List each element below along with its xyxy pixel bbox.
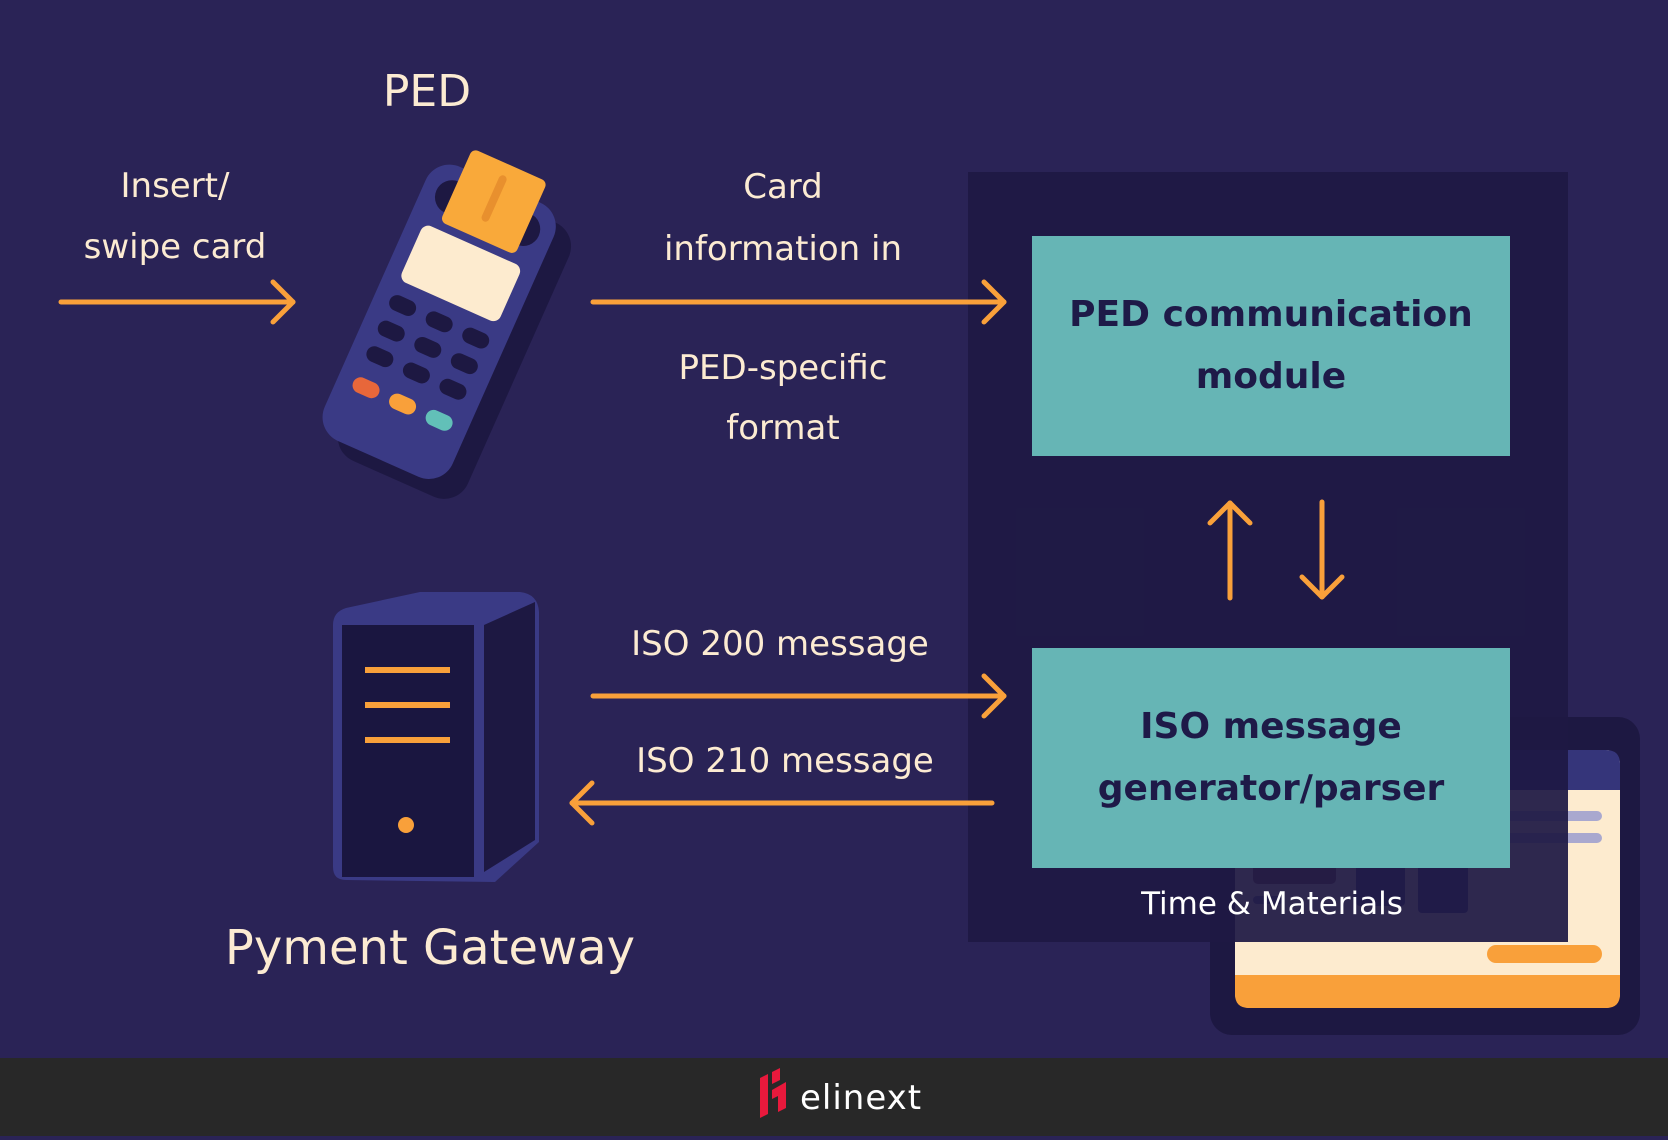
time-materials-caption: Time & Materials (1141, 886, 1403, 922)
iso-module-line1: ISO message (1140, 706, 1402, 747)
arrow-card-info-to-module (590, 279, 1007, 325)
insert-card-label-line2: swipe card (83, 227, 267, 267)
ped-format-label: PED-specific format (593, 338, 973, 458)
elinext-logo-text: elinext (800, 1078, 923, 1118)
iso210-label: ISO 210 message (636, 741, 934, 781)
elinext-logo-icon (760, 1068, 786, 1118)
arrow-iso200 (590, 673, 1007, 719)
ped-module-line2: module (1195, 356, 1347, 397)
card-info-label-line2: information in (663, 229, 903, 269)
ped-format-label-line2: format (726, 408, 840, 448)
footer-bar: elinext (0, 1058, 1668, 1136)
ped-title: PED (382, 66, 472, 117)
arrow-module-up (1207, 500, 1253, 601)
insert-card-label: Insert/ swipe card (50, 156, 300, 278)
arrow-iso210 (569, 780, 995, 826)
card-terminal-icon (322, 150, 572, 499)
iso-message-generator-parser: ISO message generator/parser (1032, 648, 1510, 868)
payment-gateway-title: Pyment Gateway (224, 920, 636, 976)
diagram-graphics (58, 150, 1345, 882)
ped-module-line1: PED communication (1069, 294, 1473, 335)
card-info-label: Card information in (593, 156, 973, 280)
iso200-label: ISO 200 message (631, 624, 929, 664)
ped-communication-module: PED communication module (1032, 236, 1510, 456)
arrow-module-down (1299, 499, 1345, 600)
server-tower-icon (333, 592, 539, 882)
card-info-label-line1: Card (743, 167, 823, 207)
iso-module-line2: generator/parser (1097, 768, 1445, 809)
insert-card-label-line1: Insert/ (120, 166, 230, 206)
arrow-insert-card (58, 279, 296, 325)
footer-bottom-strip (0, 1136, 1668, 1140)
ped-format-label-line1: PED-specific (678, 348, 888, 388)
